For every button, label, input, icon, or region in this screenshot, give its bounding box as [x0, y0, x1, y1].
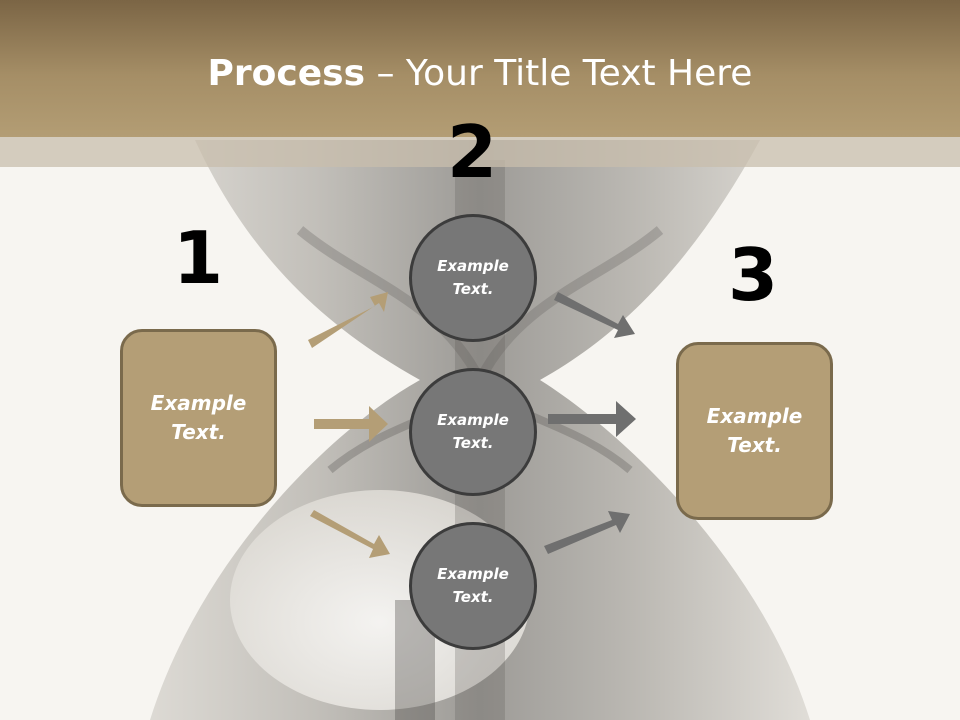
step-number-1: 1 — [172, 216, 224, 300]
arrow-left-to-bottom — [310, 510, 390, 558]
circle-middle-label: Example Text. — [437, 411, 509, 452]
circle-top[interactable]: Example Text. — [409, 214, 537, 342]
step-number-3: 3 — [727, 233, 779, 317]
arrow-bottom-to-right — [544, 511, 630, 554]
title-rest-part: – Your Title Text Here — [365, 53, 753, 94]
circle-bottom-label: Example Text. — [437, 565, 509, 606]
right-process-box[interactable]: Example Text. — [676, 342, 833, 520]
slide-title[interactable]: Process – Your Title Text Here — [0, 52, 960, 96]
right-box-label: Example Text. — [706, 404, 803, 457]
title-band-strip — [0, 137, 960, 167]
circle-middle[interactable]: Example Text. — [409, 368, 537, 496]
arrow-left-to-middle — [314, 406, 388, 442]
title-bold-part: Process — [207, 53, 366, 94]
left-process-box[interactable]: Example Text. — [120, 329, 277, 507]
arrow-middle-to-right — [548, 401, 636, 437]
arrow-left-to-top — [308, 292, 388, 348]
left-box-label: Example Text. — [150, 391, 247, 444]
step-number-2: 2 — [446, 110, 498, 194]
arrow-top-to-right — [554, 292, 635, 338]
circle-top-label: Example Text. — [437, 257, 509, 298]
circle-bottom[interactable]: Example Text. — [409, 522, 537, 650]
title-band — [0, 0, 960, 137]
